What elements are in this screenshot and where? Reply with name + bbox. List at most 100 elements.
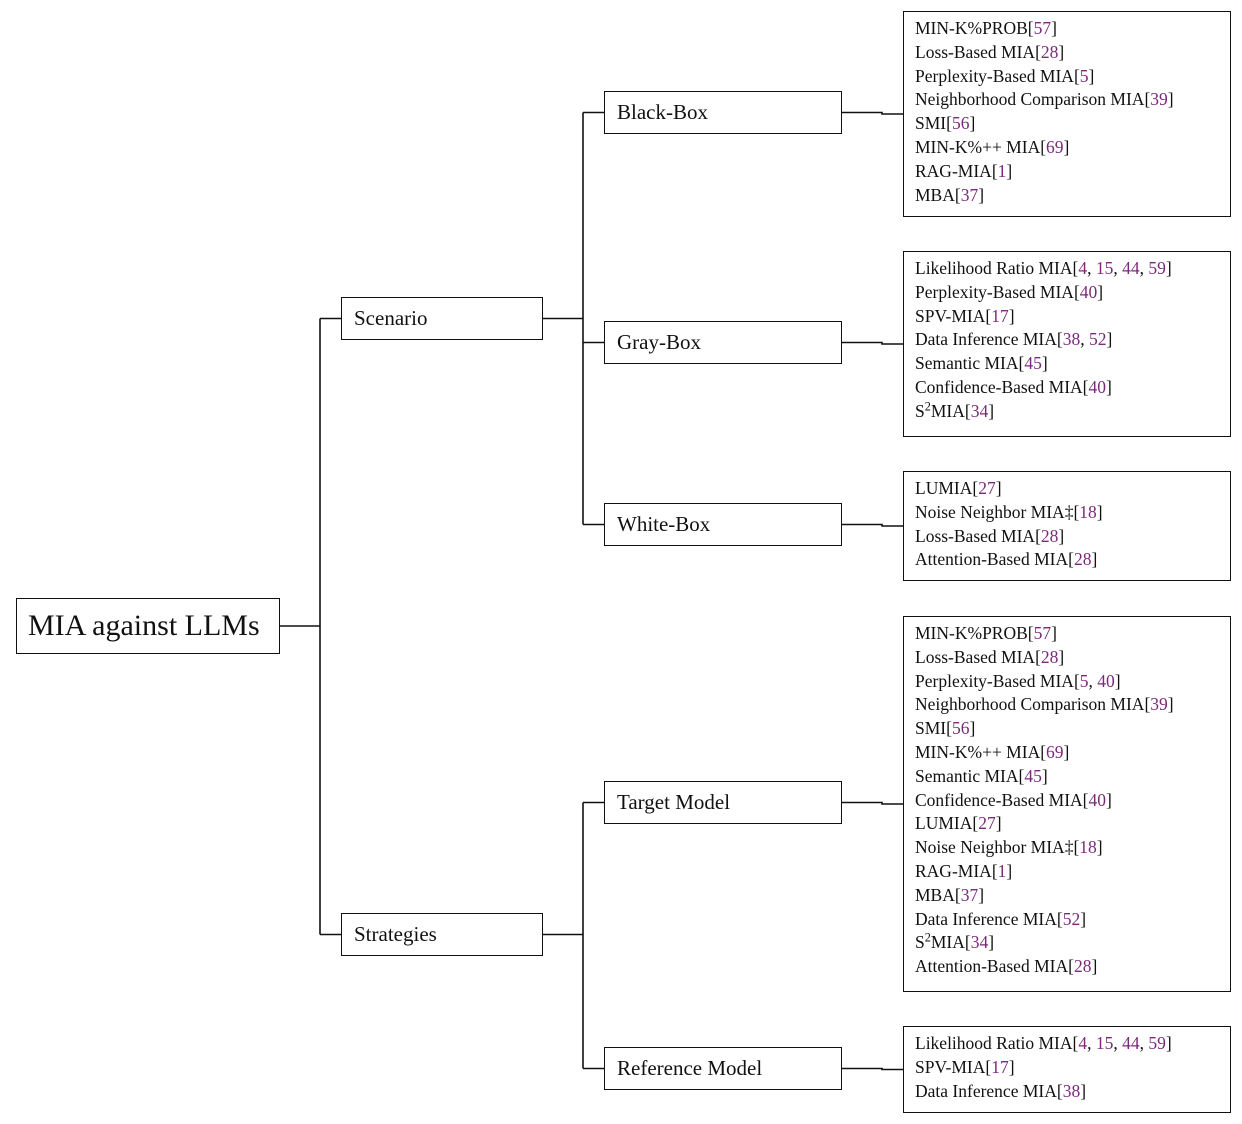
leaf-connector-target-model xyxy=(842,801,903,805)
citation-ref[interactable]: 44 xyxy=(1122,258,1140,278)
method-item: Loss-Based MIA[28] xyxy=(915,525,1065,546)
method-item: Attention-Based MIA[28] xyxy=(915,956,1098,977)
category-reference-model-label: Reference Model xyxy=(617,1056,763,1080)
leaf-connector-black-box xyxy=(842,111,903,115)
citation-ref[interactable]: 59 xyxy=(1148,258,1166,278)
citation-ref[interactable]: 52 xyxy=(1088,329,1107,350)
citation-ref[interactable]: 57 xyxy=(1033,623,1052,643)
citation-ref[interactable]: 37 xyxy=(960,884,979,905)
citation-ref[interactable]: 38 xyxy=(1062,1080,1081,1101)
method-name: LUMIA xyxy=(915,813,973,834)
method-name: MIN-K%PROB xyxy=(915,18,1028,38)
category-target-model-label: Target Model xyxy=(617,790,731,814)
citation-ref[interactable]: 39 xyxy=(1150,694,1168,715)
citation-ref[interactable]: 56 xyxy=(951,113,970,134)
leaf-connector-gray-box xyxy=(842,341,903,345)
citation-ref[interactable]: 59 xyxy=(1148,1033,1166,1053)
method-item: Likelihood Ratio MIA[4, 15, 44, 59] xyxy=(915,1033,1172,1053)
method-item: SMI[56] xyxy=(915,718,976,739)
category-target-model: Target Model xyxy=(604,781,842,824)
method-name: Loss-Based MIA xyxy=(915,525,1036,546)
citation-ref[interactable]: 44 xyxy=(1122,1033,1140,1053)
method-name: Loss-Based MIA xyxy=(915,646,1036,667)
citation-ref[interactable]: 28 xyxy=(1073,956,1092,977)
category-gray-box-label: Gray-Box xyxy=(617,330,701,354)
citation-ref[interactable]: 5 xyxy=(1079,65,1089,86)
method-name: Likelihood Ratio MIA xyxy=(915,258,1073,278)
method-list-black-box: MIN-K%PROB[57]Loss-Based MIA[28]Perplexi… xyxy=(903,11,1231,217)
method-superscript: 2 xyxy=(924,399,931,414)
citation-ref[interactable]: 18 xyxy=(1079,501,1097,522)
method-item: Perplexity-Based MIA[5] xyxy=(915,65,1095,86)
citation-ref[interactable]: 45 xyxy=(1024,765,1042,786)
method-item: Data Inference MIA[38, 52] xyxy=(915,329,1113,350)
citation-ref[interactable]: 27 xyxy=(978,813,996,834)
citation-ref[interactable]: 28 xyxy=(1040,525,1059,546)
citation-ref[interactable]: 39 xyxy=(1150,89,1168,110)
method-name: S xyxy=(915,932,925,953)
category-reference-model: Reference Model xyxy=(604,1047,842,1090)
citation-ref[interactable]: 28 xyxy=(1040,646,1059,667)
branch-strategies-label: Strategies xyxy=(354,922,437,946)
method-item: Loss-Based MIA[28] xyxy=(915,646,1065,667)
citation-ref[interactable]: 5 xyxy=(1079,670,1089,691)
method-name: Neighborhood Comparison MIA xyxy=(915,89,1145,110)
method-name: MBA xyxy=(915,184,955,205)
method-item: Semantic MIA[45] xyxy=(915,765,1048,786)
citation-ref[interactable]: 37 xyxy=(960,184,979,205)
method-item: MBA[37] xyxy=(915,184,985,205)
citation-ref[interactable]: 1 xyxy=(997,160,1007,181)
method-name: Neighborhood Comparison MIA xyxy=(915,694,1145,715)
method-name: Perplexity-Based MIA xyxy=(915,281,1074,302)
method-item: MIN-K%++ MIA[69] xyxy=(915,741,1070,762)
citation-ref[interactable]: 69 xyxy=(1046,136,1064,157)
citation-ref[interactable]: 15 xyxy=(1095,1033,1114,1053)
method-list-white-box: LUMIA[27]Noise Neighbor MIA‡[18]Loss-Bas… xyxy=(903,471,1231,581)
citation-ref[interactable]: 4 xyxy=(1078,258,1088,278)
citation-ref[interactable]: 28 xyxy=(1040,41,1059,62)
root-node-label: MIA against LLMs xyxy=(28,609,260,642)
citation-ref[interactable]: 40 xyxy=(1088,376,1107,397)
method-name: Noise Neighbor MIA‡ xyxy=(915,837,1074,858)
method-name: SMI xyxy=(915,113,947,134)
citation-ref[interactable]: 40 xyxy=(1088,789,1107,810)
citation-ref[interactable]: 34 xyxy=(970,932,989,953)
citation-ref[interactable]: 40 xyxy=(1079,281,1098,302)
citation-ref[interactable]: 15 xyxy=(1095,258,1114,278)
citation-ref[interactable]: 57 xyxy=(1033,18,1052,38)
method-name: Confidence-Based MIA xyxy=(915,789,1083,810)
method-item: S2MIA[34] xyxy=(915,399,995,421)
method-list-reference-model: Likelihood Ratio MIA[4, 15, 44, 59] SPV-M… xyxy=(903,1026,1231,1113)
citation-ref[interactable]: 27 xyxy=(978,478,996,498)
citation-ref[interactable]: 1 xyxy=(997,860,1007,881)
method-list-target-model: MIN-K%PROB[57]Loss-Based MIA[28]Perplexi… xyxy=(903,616,1231,992)
method-name: Perplexity-Based MIA xyxy=(915,65,1074,86)
citation-ref[interactable]: 56 xyxy=(951,718,970,739)
citation-ref[interactable]: 17 xyxy=(991,1056,1009,1077)
citation-ref[interactable]: 17 xyxy=(991,305,1009,326)
category-white-box: White-Box xyxy=(604,503,842,546)
citation-ref[interactable]: 69 xyxy=(1046,741,1064,762)
method-name: RAG-MIA xyxy=(915,860,992,881)
citation-ref[interactable]: 28 xyxy=(1073,549,1092,570)
citation-ref[interactable]: 38 xyxy=(1062,329,1081,350)
method-name: Confidence-Based MIA xyxy=(915,376,1083,397)
citation-ref[interactable]: 4 xyxy=(1078,1033,1088,1053)
method-item: S2MIA[34] xyxy=(915,930,995,953)
method-name: LUMIA xyxy=(915,478,973,498)
method-name: Attention-Based MIA xyxy=(915,956,1069,977)
method-name-suffix: MIA xyxy=(930,400,965,421)
method-name: Likelihood Ratio MIA xyxy=(915,1033,1073,1053)
method-name: SPV-MIA xyxy=(915,1056,986,1077)
method-item: LUMIA[27] xyxy=(915,813,1002,834)
citation-ref[interactable]: 52 xyxy=(1062,908,1081,929)
citation-ref[interactable]: 34 xyxy=(970,400,989,421)
method-item: SPV-MIA[17] xyxy=(915,1056,1015,1077)
citation-ref[interactable]: 18 xyxy=(1079,837,1097,858)
citation-ref[interactable]: 40 xyxy=(1097,670,1115,691)
method-name-suffix: MIA xyxy=(930,932,965,953)
citation-ref[interactable]: 45 xyxy=(1024,353,1042,374)
method-name: Data Inference MIA xyxy=(915,908,1057,929)
method-item: Neighborhood Comparison MIA[39] xyxy=(915,694,1174,715)
